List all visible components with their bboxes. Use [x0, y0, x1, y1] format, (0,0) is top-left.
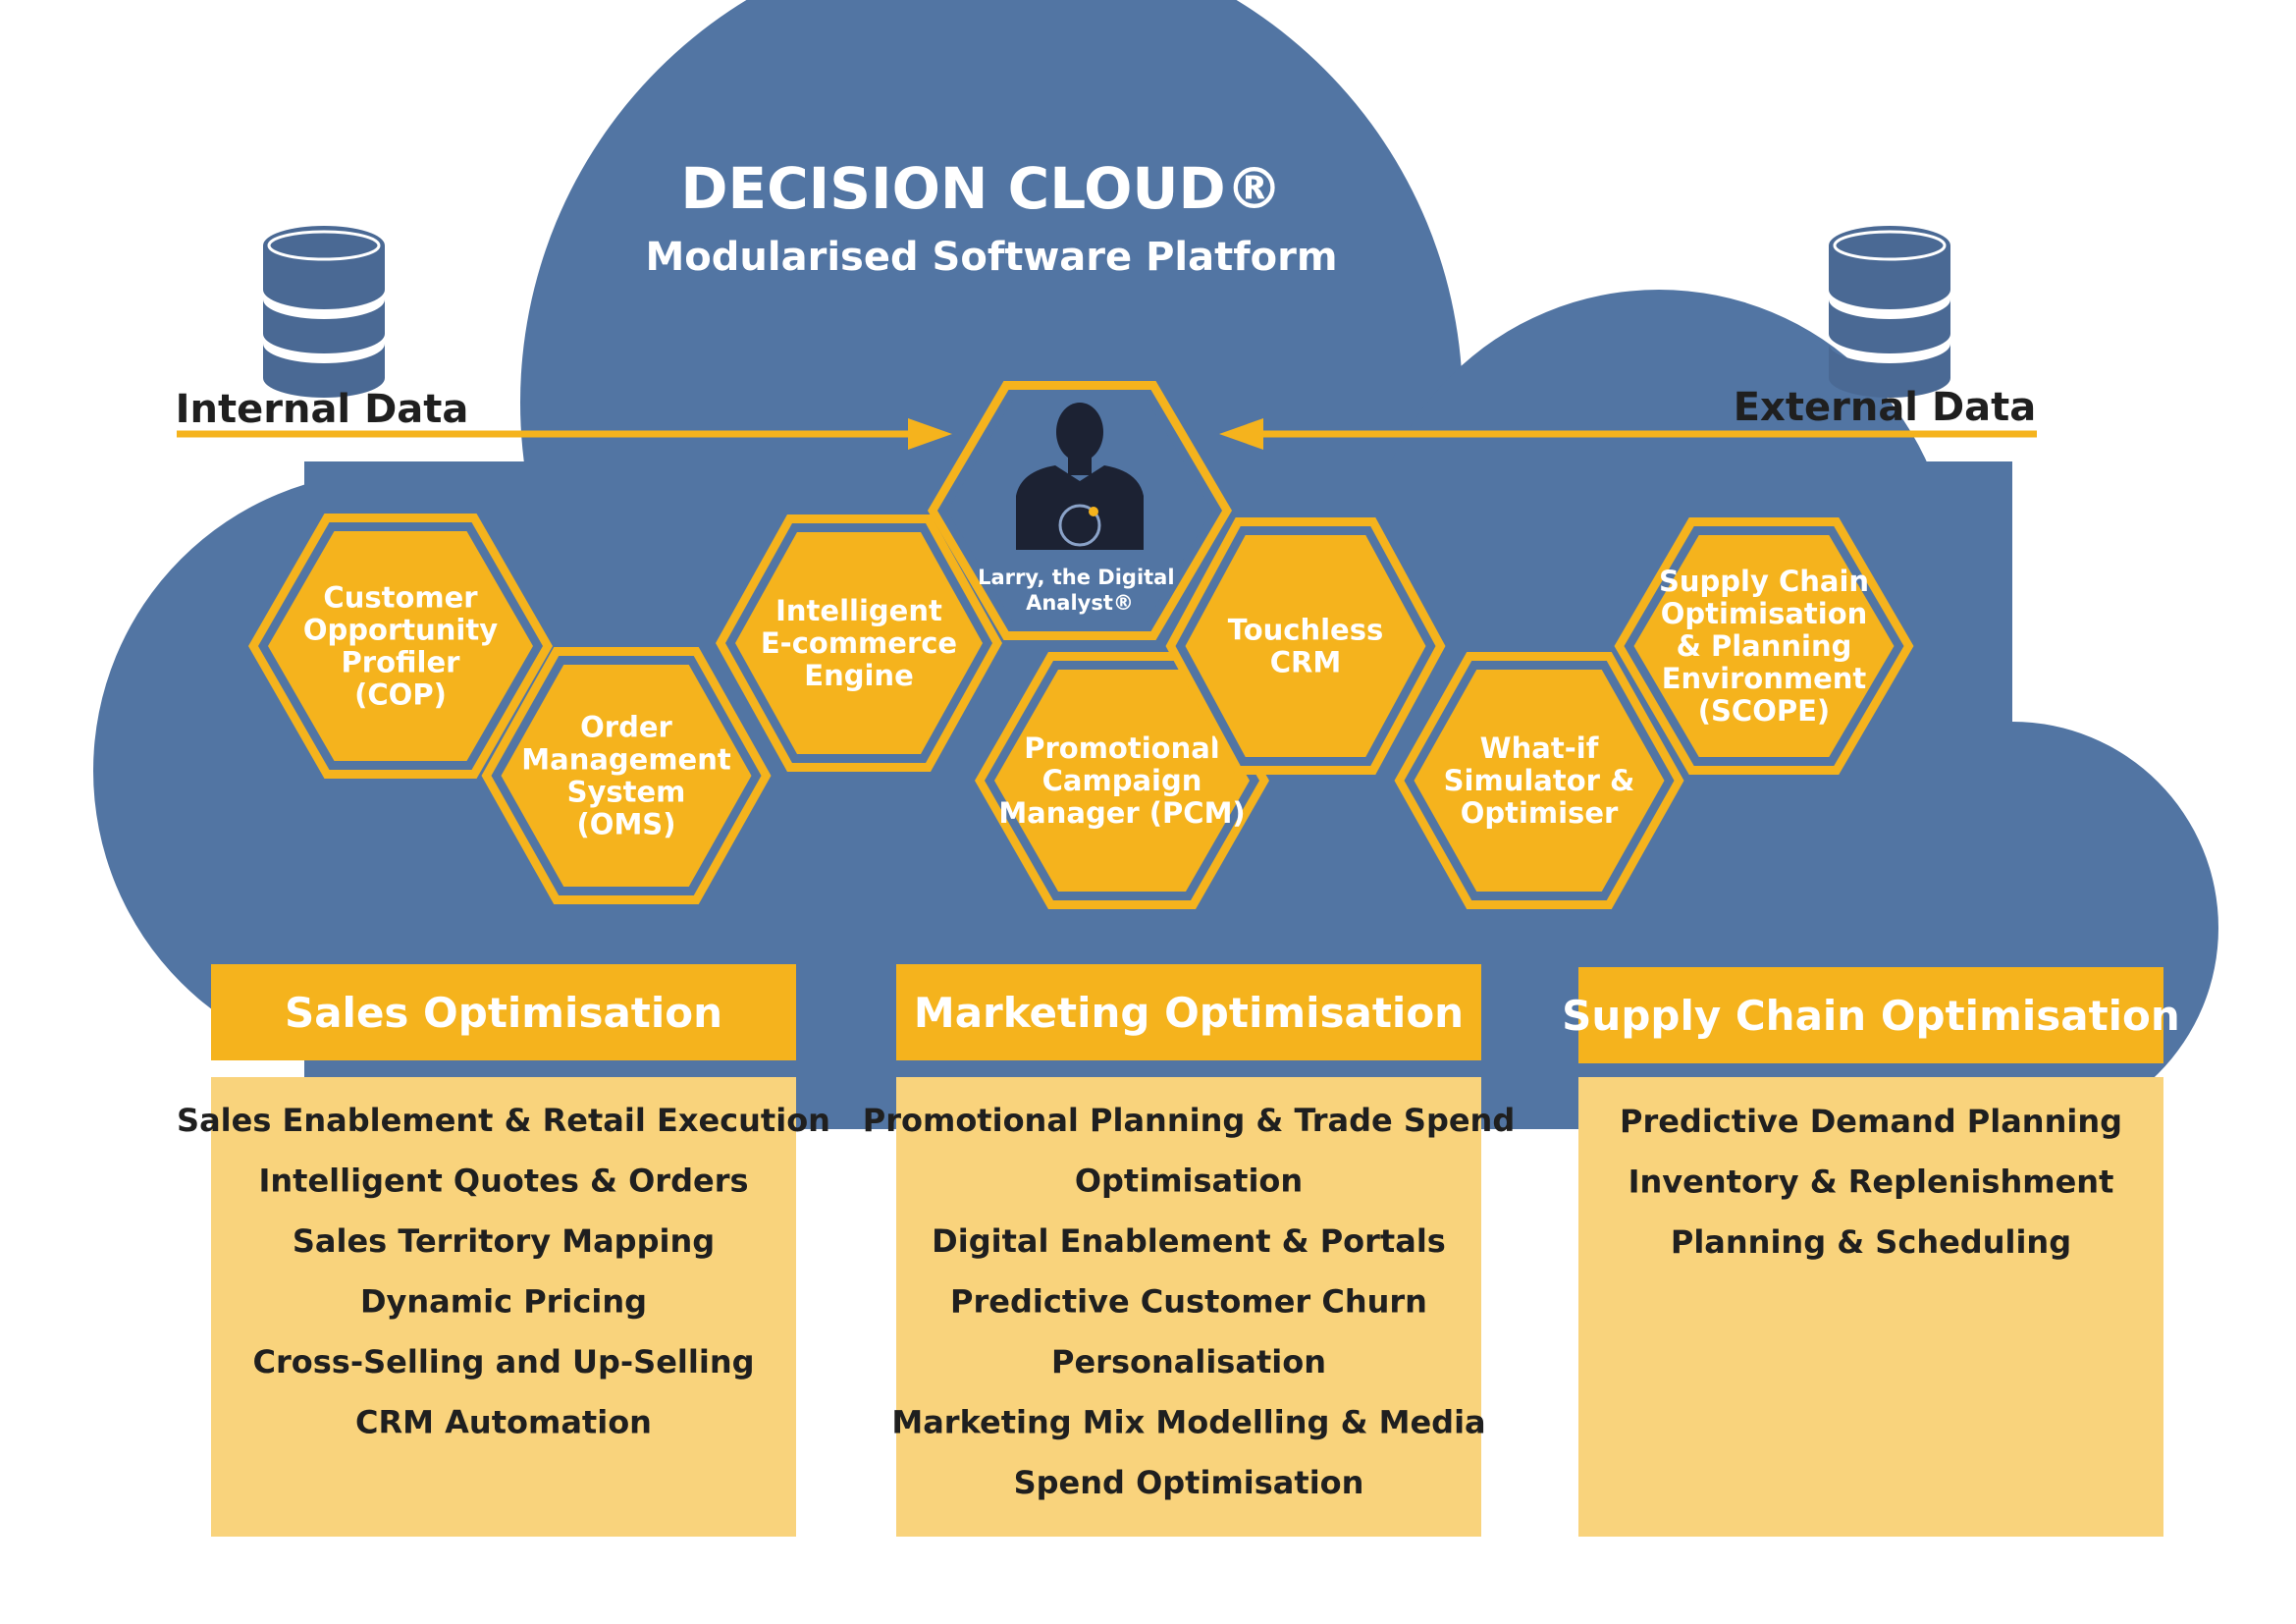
module-label-line: System	[567, 776, 686, 809]
external-data-arrow	[1219, 418, 2037, 450]
column-item: Dynamic Pricing	[360, 1283, 647, 1321]
module-label-line: (OMS)	[577, 808, 676, 841]
module-label-line: Simulator &	[1444, 764, 1635, 797]
column-item: Digital Enablement & Portals	[932, 1222, 1446, 1260]
column-item: Personalisation	[1051, 1343, 1326, 1380]
column-item: Planning & Scheduling	[1671, 1223, 2071, 1261]
module-label-line: Management	[521, 743, 731, 777]
module-label-line: Profiler	[342, 646, 461, 679]
column-item: Marketing Mix Modelling & Media	[891, 1404, 1485, 1441]
module-label-line: & Planning	[1677, 629, 1852, 663]
module-crm-fill	[1185, 535, 1426, 757]
module-label-line: Order	[580, 711, 672, 744]
module-label-line: Opportunity	[303, 614, 498, 647]
column-header: Sales Optimisation	[285, 989, 722, 1037]
column-item: Intelligent Quotes & Orders	[258, 1163, 748, 1200]
column-header-box	[896, 964, 1481, 1060]
module-label-line: Supply Chain	[1659, 565, 1869, 598]
column-item: Cross-Selling and Up-Selling	[252, 1343, 754, 1380]
center-label: Larry, the Digital Analyst®	[978, 566, 1182, 615]
module-cop-fill	[268, 531, 533, 761]
column-panel	[896, 1077, 1481, 1537]
module-label-line: (SCOPE)	[1698, 694, 1830, 728]
column-item: Predictive Customer Churn	[950, 1283, 1427, 1321]
page-title: DECISION CLOUD®	[680, 155, 1282, 222]
column-header-box	[211, 964, 796, 1060]
module-label-line: E-commerce	[761, 626, 957, 660]
column-item: Promotional Planning & Trade Spend	[863, 1102, 1515, 1139]
module-label-line: Optimiser	[1461, 796, 1619, 830]
module-oms-fill	[501, 665, 752, 887]
module-label-line: (COP)	[354, 678, 447, 712]
module-pcm-fill	[994, 670, 1250, 892]
database-icon	[1829, 226, 1950, 398]
module-label-line: Campaign	[1042, 764, 1202, 797]
page-subtitle: Modularised Software Platform	[646, 235, 1338, 280]
column-item: Inventory & Replenishment	[1629, 1164, 2114, 1201]
column-item: Sales Enablement & Retail Execution	[177, 1102, 830, 1139]
column-panel	[211, 1077, 796, 1537]
column-item: Predictive Demand Planning	[1620, 1103, 2122, 1140]
module-label-line: Manager (PCM)	[998, 796, 1245, 830]
database-icon	[263, 226, 385, 398]
column-header: Marketing Optimisation	[914, 989, 1464, 1037]
module-label-line: Optimisation	[1661, 597, 1868, 630]
internal-data-arrow	[177, 418, 952, 450]
module-scope-fill	[1633, 535, 1895, 757]
module-label-line: What-if	[1480, 731, 1599, 765]
column-item: CRM Automation	[355, 1404, 652, 1441]
column-item: Sales Territory Mapping	[293, 1222, 715, 1260]
module-label-line: Intelligent	[775, 594, 942, 627]
external-data-label: External Data	[1734, 385, 2037, 430]
module-label-line: Touchless	[1228, 614, 1383, 647]
module-label-line: Promotional	[1024, 731, 1220, 765]
module-label-line: Customer	[323, 581, 478, 615]
column-header: Supply Chain Optimisation	[1562, 992, 2180, 1040]
module-label-line: CRM	[1270, 646, 1341, 679]
person-silhouette-icon	[1016, 403, 1144, 550]
column-header-box	[1578, 967, 2163, 1063]
column-item: Spend Optimisation	[1014, 1464, 1364, 1501]
module-label-line: Environment	[1662, 662, 1867, 695]
internal-data-label: Internal Data	[176, 387, 469, 432]
column-item: Optimisation	[1075, 1163, 1303, 1200]
module-label-line: Engine	[804, 659, 913, 692]
module-iee-fill	[735, 532, 983, 754]
column-panel	[1578, 1077, 2163, 1537]
module-whatif-fill	[1414, 670, 1665, 892]
